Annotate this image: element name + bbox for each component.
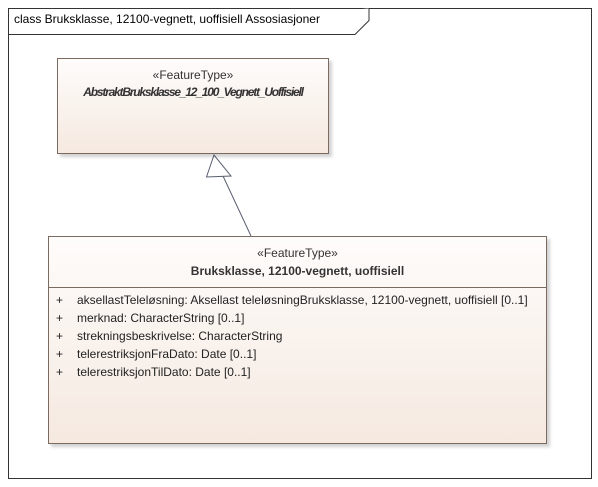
class-attribute[interactable]: + telerestriksjonFraDato: Date [0..1]: [49, 347, 546, 365]
visibility-marker: +: [56, 293, 64, 307]
attribute-text: telerestriksjonFraDato: Date [0..1]: [77, 347, 257, 361]
class-compartment-divider: [49, 287, 546, 288]
frame-label-tab: [8, 8, 370, 35]
class-name: AbstraktBruksklasse_12_100_Vegnett_Uoffi…: [83, 85, 304, 99]
visibility-marker: +: [56, 365, 64, 379]
attribute-text: merknad: CharacterString [0..1]: [77, 311, 245, 325]
class-attribute[interactable]: + telerestriksjonTilDato: Date [0..1]: [49, 365, 546, 383]
class-name: Bruksklasse, 12100-vegnett, uoffisiell: [190, 264, 405, 278]
attribute-text: strekningsbeskrivelse: CharacterString: [77, 329, 283, 343]
attribute-text: aksellastTeleløsning: Aksellast teleløsn…: [77, 293, 528, 307]
frame-title: class Bruksklasse, 12100-vegnett, uoffis…: [14, 12, 320, 26]
visibility-marker: +: [56, 347, 64, 361]
visibility-marker: +: [56, 311, 64, 325]
attribute-text: telerestriksjonTilDato: Date [0..1]: [77, 365, 251, 379]
class-bruksklasse-12100-vegnett[interactable]: «FeatureType» Bruksklasse, 12100-vegnett…: [48, 236, 547, 444]
diagram-frame: [8, 8, 592, 479]
class-stereotype: «FeatureType»: [257, 246, 338, 260]
class-attribute[interactable]: + aksellastTeleløsning: Aksellast telelø…: [49, 293, 546, 311]
class-abstrakt-bruksklasse[interactable]: «FeatureType» AbstraktBruksklasse_12_100…: [57, 58, 329, 154]
generalization-arrowhead-icon: [205, 153, 233, 178]
connector-line[interactable]: [222, 175, 252, 237]
class-attribute[interactable]: + strekningsbeskrivelse: CharacterString: [49, 329, 546, 347]
class-stereotype: «FeatureType»: [152, 68, 234, 82]
class-attribute[interactable]: + merknad: CharacterString [0..1]: [49, 311, 546, 329]
visibility-marker: +: [56, 329, 64, 343]
